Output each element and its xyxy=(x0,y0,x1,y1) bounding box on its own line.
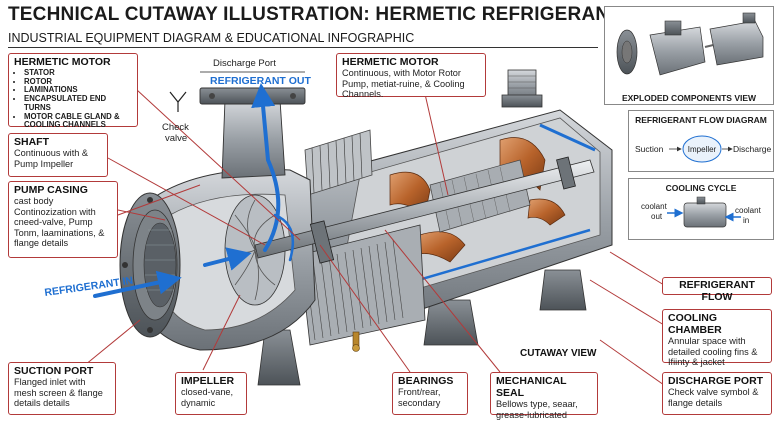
check-valve-label-2: valve xyxy=(165,133,187,144)
callout-shaft: SHAFT Continuous with & Pump Impeller xyxy=(8,133,108,177)
panel-cooling-cycle: COOLING CYCLE coolant out coolant in xyxy=(628,178,774,240)
panel-refrigerant-flow-diagram: REFRIGERANT FLOW DIAGRAM Suction Impelle… xyxy=(628,110,774,172)
cooling-cycle-graphic: coolant out coolant in xyxy=(641,196,762,228)
motor-shaft xyxy=(254,159,595,259)
callout-text: Continuous, with Motor Rotor Pump, metia… xyxy=(342,68,465,100)
coolant-out-label-1: coolant xyxy=(641,202,668,211)
leader-lines xyxy=(84,71,665,386)
callout-title: IMPELLER xyxy=(181,375,235,387)
refrigerant-flow-arrows xyxy=(93,83,295,298)
panel-title: REFRIGERANT FLOW DIAGRAM xyxy=(635,115,767,125)
title-divider xyxy=(8,47,598,48)
list-item: LAMINATIONS xyxy=(24,86,132,95)
callout-text: closed-vane, dynamic xyxy=(181,387,234,408)
coolant-in-label-2: in xyxy=(743,216,749,225)
callout-title: HERMETIC MOTOR xyxy=(342,56,439,68)
exploded-view-illustration xyxy=(616,12,764,76)
flow-diagram-graphic: Suction Impeller Discharge xyxy=(635,135,772,163)
callout-mechanical-seal: MECHANICAL SEAL Bellows type, seaar, gre… xyxy=(490,372,598,420)
refrigerant-out-label: REFRIGERANT OUT xyxy=(210,75,312,87)
coolant-in-label-1: coolant xyxy=(735,206,762,215)
callout-title: HERMETIC MOTOR xyxy=(14,56,111,68)
motor-parts-list: STATOR ROTOR LAMINATIONS ENCAPSULATED EN… xyxy=(14,68,132,130)
callout-title: COOLING CHAMBER xyxy=(668,312,722,336)
callout-discharge-port: DISCHARGE PORT Check valve symbol & flan… xyxy=(662,372,772,415)
callout-pump-casing: PUMP CASING cast body Continozization wi… xyxy=(8,181,118,258)
discharge-port-label: Discharge Port xyxy=(213,58,276,69)
callout-text: Continuous with & Pump Impeller xyxy=(14,148,89,169)
list-item: MOTOR CABLE GLAND & COOLING CHANNELS xyxy=(24,112,132,130)
flow-suction-label: Suction xyxy=(635,144,664,154)
callout-refrigerant-flow: REFRIGERANT FLOW xyxy=(662,277,772,303)
page-subtitle: INDUSTRIAL EQUIPMENT DIAGRAM & EDUCATION… xyxy=(8,31,415,45)
panel-exploded-components: EXPLODED COMPONENTS VIEW xyxy=(604,6,774,105)
callout-impeller: IMPELLER closed-vane, dynamic xyxy=(175,372,247,415)
callout-text: Annular space with detailed cooling fins… xyxy=(668,336,758,368)
callout-hermetic-motor-left: HERMETIC MOTOR STATOR ROTOR LAMINATIONS … xyxy=(8,53,138,130)
callout-title: SHAFT xyxy=(14,136,49,148)
callout-title: REFRIGERANT FLOW xyxy=(679,279,755,303)
callout-text: Front/rear, secondary xyxy=(398,387,441,408)
panel-title: EXPLODED COMPONENTS VIEW xyxy=(621,93,757,103)
callout-bearings: BEARINGS Front/rear, secondary xyxy=(392,372,468,415)
grease-fitting xyxy=(352,331,360,352)
mounting-feet xyxy=(257,269,587,386)
callout-title: PUMP CASING xyxy=(14,184,88,196)
list-item: STATOR xyxy=(24,68,132,78)
callout-suction-port: SUCTION PORT Flanged inlet with mesh scr… xyxy=(8,362,116,415)
callout-hermetic-motor-top: HERMETIC MOTOR Continuous, with Motor Ro… xyxy=(336,53,486,100)
page-title: TECHNICAL CUTAWAY ILLUSTRATION: HERMETIC… xyxy=(8,4,683,25)
cable-gland xyxy=(501,69,543,108)
flow-discharge-label: Discharge xyxy=(733,144,772,154)
callout-title: BEARINGS xyxy=(398,375,454,387)
callout-text: Continozization with cneed-valve, Pump T… xyxy=(14,206,105,249)
flow-impeller-label: Impeller xyxy=(688,145,717,154)
callout-title: MECHANICAL SEAL xyxy=(496,375,567,399)
cooling-fins-top xyxy=(304,129,373,196)
cutaway-view-label: CUTAWAY VIEW xyxy=(520,348,597,359)
callout-text: Flanged inlet with mesh screen & flange … xyxy=(14,377,103,409)
callout-title: DISCHARGE PORT xyxy=(668,375,764,387)
coolant-out-label-2: out xyxy=(651,212,663,221)
check-valve-label-1: Check xyxy=(162,122,189,133)
list-item: ENCAPSULATED END TURNS xyxy=(24,94,132,112)
panel-title: COOLING CYCLE xyxy=(665,183,737,193)
suction-flange xyxy=(119,192,181,338)
refrigerant-in-label: REFRIGERANT IN xyxy=(44,275,134,299)
callout-text: Bellows type, seaar, grease-lubricated xyxy=(496,399,578,420)
list-item: ROTOR xyxy=(24,77,132,87)
callout-text-top: cast body xyxy=(14,196,54,206)
callout-text: Check valve symbol & flange details xyxy=(668,387,759,408)
bearing-assemblies xyxy=(309,156,576,264)
callout-cooling-chamber: COOLING CHAMBER Annular space with detai… xyxy=(662,309,772,367)
callout-title: SUCTION PORT xyxy=(14,365,94,377)
